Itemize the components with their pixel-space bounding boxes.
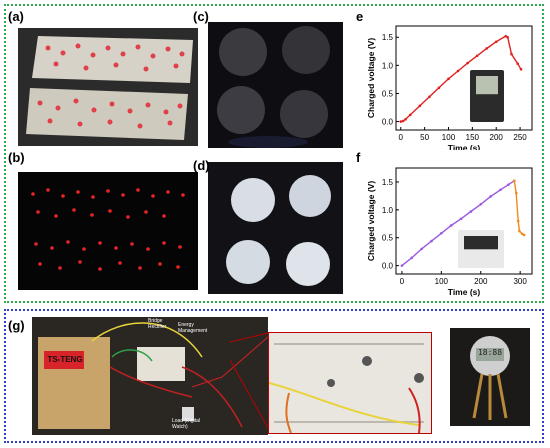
chart-e-series-0-point [428,95,431,99]
y-axis-label: Charged voltage (V) [366,181,376,261]
panel-label-c: (c) [193,9,209,24]
chart-e-series-0-point [401,119,405,123]
panel-label-g: (g) [8,318,25,333]
zoom-connector-lines [230,332,269,429]
device-label-ts-teng: TS-TENG [47,355,83,364]
plot-area-frame [395,25,533,131]
watch-display: 18:88 [477,348,503,357]
chart-e-series-0-point [519,67,523,71]
chart-e-series-0-point [418,104,422,108]
panel-label-d: (d) [193,158,210,173]
photo-c-bulbs-off [208,22,343,148]
chart-e-series-0-point [466,61,469,65]
photo-g-setup [32,317,268,435]
chart-f-series-0-point [459,217,463,221]
chart-e-series-0-point [494,40,498,44]
chart-f-series-1-point [514,191,518,195]
chart-e-series-0-point [456,69,460,73]
y-tick-label: 0.5 [382,89,394,98]
chart-f-series-1-point [522,233,526,237]
panel-label-b: (b) [8,150,25,165]
calculator-inset [470,70,504,122]
panel-group-top-frame [4,4,544,303]
y-tick-label: 0.0 [382,118,394,127]
x-tick-label: 50 [420,133,429,142]
chart-f-series-0-point [469,210,473,213]
thermometer-clock-inset-screen [464,236,498,250]
chart-f-series-0-point [440,231,443,235]
chart-e-series-0-point [404,118,407,121]
chart-e-series-0-point [516,62,519,65]
annotation-energy-management: Energy Management [178,322,208,334]
panel-label-f: f [356,150,361,165]
chart-f-series-0-point [420,247,423,251]
chart-f-series-1-point [516,219,520,223]
chart-e-series-0-point [409,113,412,117]
y-tick-label: 0.5 [382,234,394,243]
photo-g-digital-watch [450,328,530,426]
chart-f-series-1-point [520,232,524,236]
chart-f-series-0-point [489,195,492,198]
chart-e-series-0-point [475,54,479,58]
photo-b-leds-dark [18,172,198,290]
annotation-load-digital-watch: Load (Digital Watch) [172,418,201,430]
chart-e-series-0-point [399,120,403,123]
panel-label-e: e [356,9,364,24]
x-tick-label: 100 [442,133,456,142]
chart-f-series-1-point [518,229,521,233]
y-tick-label: 1.0 [382,61,394,70]
annotation-bridge-rectifier: Bridge Rectifier [148,318,167,330]
chart-f-series-0-point [400,264,404,267]
chart-f-series-0-point [507,183,510,187]
x-tick-label: 200 [490,133,504,142]
chart-f-series-0-point [430,239,433,243]
photo-g-breadboard-closeup [268,332,432,434]
calculator-inset-screen [476,76,498,95]
y-tick-label: 1.5 [382,33,394,42]
chart-f-series-1-point [512,179,516,183]
x-tick-label: 100 [435,277,449,286]
panel-group-bottom-frame [4,309,544,443]
chart-e-series-0-point [437,86,441,90]
chart-e-series-0-point [506,35,509,39]
chart-e-series-0-point [447,77,450,81]
x-axis-label: Time (s) [448,143,481,150]
chart-e-series-0-point [510,52,513,56]
x-tick-label: 250 [513,133,527,142]
x-tick-label: 0 [399,133,404,142]
x-tick-label: 0 [400,277,405,286]
x-tick-label: 200 [474,277,488,286]
y-tick-label: 1.0 [382,206,394,215]
chart-f-series-0-point [479,202,483,206]
chart-f-series-0-point [410,256,414,260]
chart-f-series-0-point [499,188,502,192]
chart-f-series-1-line [513,180,525,236]
plot-area-frame [395,167,533,275]
y-axis-label: Charged voltage (V) [366,38,376,118]
x-tick-label: 300 [513,277,527,286]
chart-e-series-0-point [504,34,508,38]
x-tick-label: 150 [466,133,480,142]
chart-f-series-0-point [449,224,453,227]
thermometer-clock-inset [458,230,504,268]
photo-d-bulbs-on [208,162,343,294]
panel-label-a: (a) [8,9,24,24]
x-axis-label: Time (s) [448,287,481,297]
chart-e-series-0-point [485,47,488,50]
y-tick-label: 0.0 [382,262,394,271]
photo-a-led-breadboards [18,28,198,146]
y-tick-label: 1.5 [382,178,394,187]
